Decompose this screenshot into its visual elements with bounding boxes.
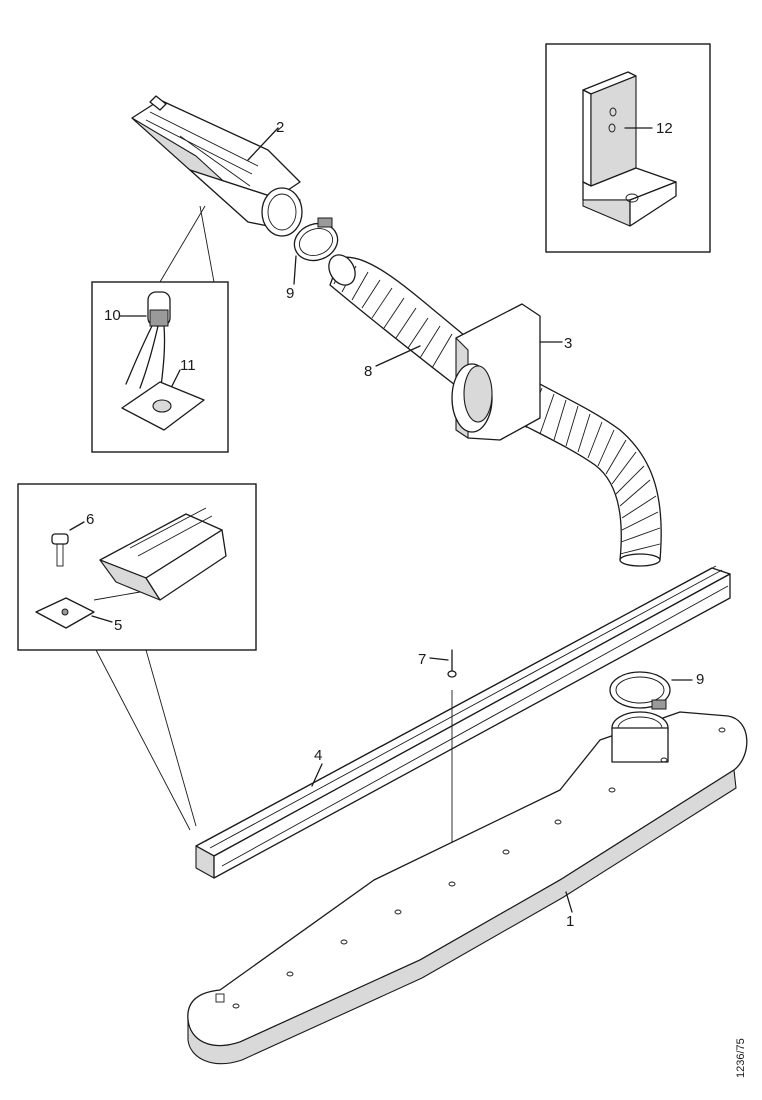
part-9-hose-clamp-upper <box>293 217 339 285</box>
callout-8: 8 <box>364 363 372 380</box>
callout-9-upper: 9 <box>286 285 294 302</box>
callout-1: 1 <box>566 913 574 930</box>
detail-box-bracket <box>545 43 711 253</box>
callout-12: 12 <box>656 120 673 137</box>
part-9-hose-clamp-lower <box>609 671 693 710</box>
part-2-air-nozzle <box>131 95 303 237</box>
callout-9-lower: 9 <box>696 671 704 688</box>
detail-box-rail-fastener <box>17 483 257 831</box>
part-4-mounting-rail <box>195 565 731 879</box>
callout-2: 2 <box>276 119 284 136</box>
detail-box-sensor <box>91 205 229 453</box>
callout-10: 10 <box>104 307 121 324</box>
callout-3: 3 <box>564 335 572 352</box>
callout-5: 5 <box>114 617 122 634</box>
drawing-reference-code: 1236/75 <box>735 1038 747 1078</box>
callout-7: 7 <box>418 651 426 668</box>
part-1-air-duct <box>187 711 748 1065</box>
callout-labels: 1 2 3 4 5 6 7 8 9 9 10 11 12 <box>86 119 704 930</box>
part-3-bulkhead-plate <box>451 303 563 441</box>
callout-11: 11 <box>180 357 196 374</box>
callout-4: 4 <box>314 747 322 764</box>
callout-6: 6 <box>86 511 94 528</box>
